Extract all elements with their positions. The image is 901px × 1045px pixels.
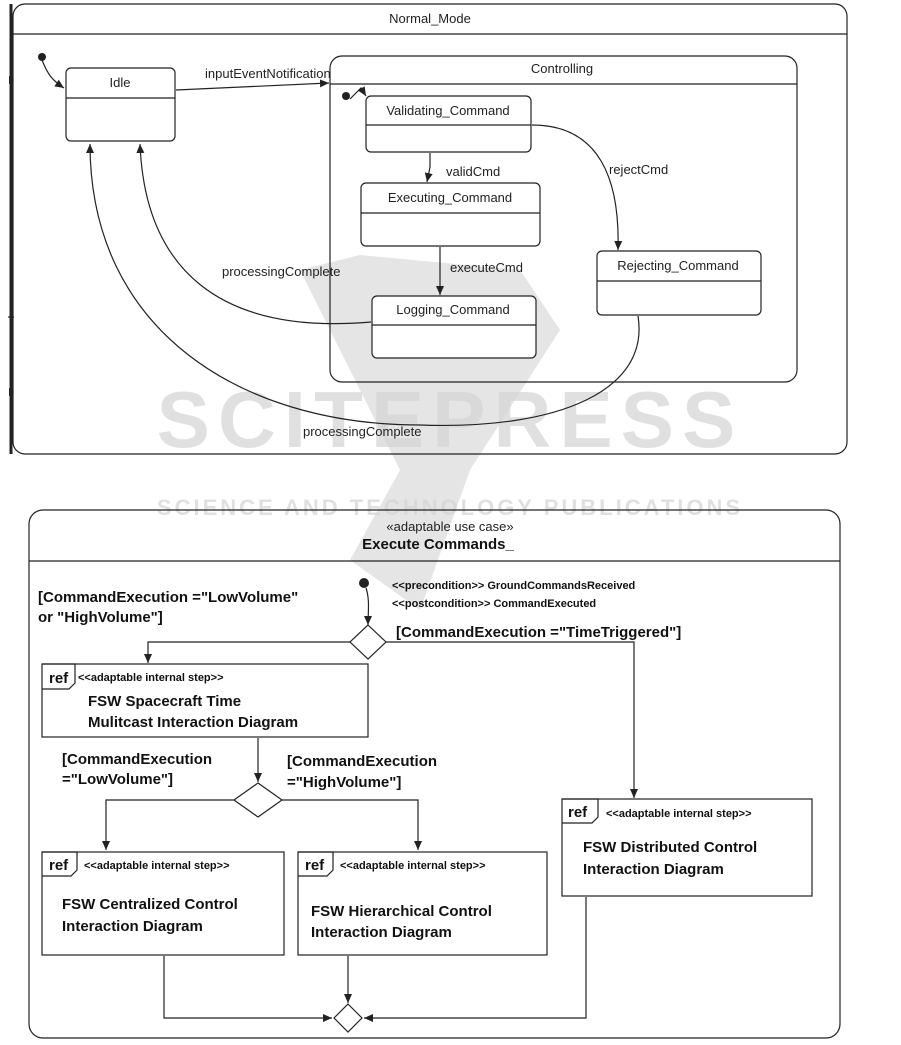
logging-command-state [371, 295, 537, 359]
transition-input-label: inputEventNotification [205, 66, 331, 81]
statechart: Normal_Mode Idle inputEventNotification … [8, 3, 848, 455]
guard-high-line1: [CommandExecution [287, 753, 437, 770]
decision-node-2 [232, 782, 284, 818]
use-case-title: Execute Commands_ [362, 536, 514, 553]
initial-pseudostate-controlling [342, 92, 350, 100]
merge-node [333, 1003, 363, 1033]
precondition-text: <<precondition>> GroundCommandsReceived [392, 580, 635, 592]
logging-label: Logging_Command [396, 302, 509, 317]
validating-label: Validating_Command [386, 103, 509, 118]
box1-line1: FSW Spacecraft Time [88, 693, 241, 710]
rejecting-command-state [596, 250, 762, 316]
transition-reject-label: rejectCmd [609, 162, 668, 177]
box3-line2: Interaction Diagram [311, 924, 452, 941]
step-stereotype-2: <<adaptable internal step>> [84, 860, 230, 872]
ref-box-distributed [561, 798, 813, 897]
guard-time-triggered: [CommandExecution ="TimeTriggered"] [396, 624, 681, 641]
initial-pseudostate-idle [38, 53, 46, 61]
validating-command-state [365, 95, 532, 153]
ref-box-hierarchical [297, 851, 548, 956]
step-stereotype-4: <<adaptable internal step>> [606, 808, 752, 820]
box3-line1: FSW Hierarchical Control [311, 903, 492, 920]
executing-label: Executing_Command [388, 190, 512, 205]
normal-mode-state [12, 3, 848, 455]
transition-execute-label: executeCmd [450, 260, 523, 275]
rejecting-label: Rejecting_Command [617, 258, 738, 273]
ref-tag-1: ref [49, 670, 69, 687]
use-case-frame [28, 509, 841, 1039]
controlling-title: Controlling [531, 61, 593, 76]
use-case-stereotype: «adaptable use case» [386, 519, 513, 534]
ref-box-spacecraft-time [41, 663, 369, 738]
box1-line2: Mulitcast Interaction Diagram [88, 714, 298, 731]
normal-mode-title: Normal_Mode [389, 11, 471, 26]
idle-state [65, 67, 176, 142]
controlling-state [329, 55, 798, 383]
box2-line2: Interaction Diagram [62, 918, 203, 935]
initial-node [359, 578, 369, 588]
decision-node-1 [349, 624, 387, 660]
executing-command-state [360, 182, 541, 247]
step-stereotype-1: <<adaptable internal step>> [78, 672, 224, 684]
guard-low-or-high-line2: or "HighVolume"] [38, 609, 163, 626]
watermark-tagline: SCIENCE AND TECHNOLOGY PUBLICATIONS [157, 495, 743, 520]
guard-low-or-high-line1: [CommandExecution ="LowVolume" [38, 589, 298, 606]
box2-line1: FSW Centralized Control [62, 896, 238, 913]
box4-line1: FSW Distributed Control [583, 839, 757, 856]
idle-label: Idle [110, 75, 131, 90]
ref-tag-4: ref [568, 804, 588, 821]
activity-diagram: «adaptable use case» Execute Commands_ <… [28, 509, 841, 1039]
guard-high-line2: ="HighVolume"] [287, 774, 401, 791]
ref-tag-3: ref [305, 857, 325, 874]
guard-low-line2: ="LowVolume"] [62, 771, 173, 788]
postcondition-text: <<postcondition>> CommandExecuted [392, 598, 596, 610]
transition-valid-label: validCmd [446, 164, 500, 179]
ref-tag-2: ref [49, 857, 69, 874]
watermark-brand: SCITEPRESS [157, 375, 744, 464]
guard-low-line1: [CommandExecution [62, 751, 212, 768]
box4-line2: Interaction Diagram [583, 861, 724, 878]
transition-processing1-label: processingComplete [222, 264, 341, 279]
step-stereotype-3: <<adaptable internal step>> [340, 860, 486, 872]
transition-processing2-label: processingComplete [303, 424, 422, 439]
ref-box-centralized [41, 851, 285, 956]
